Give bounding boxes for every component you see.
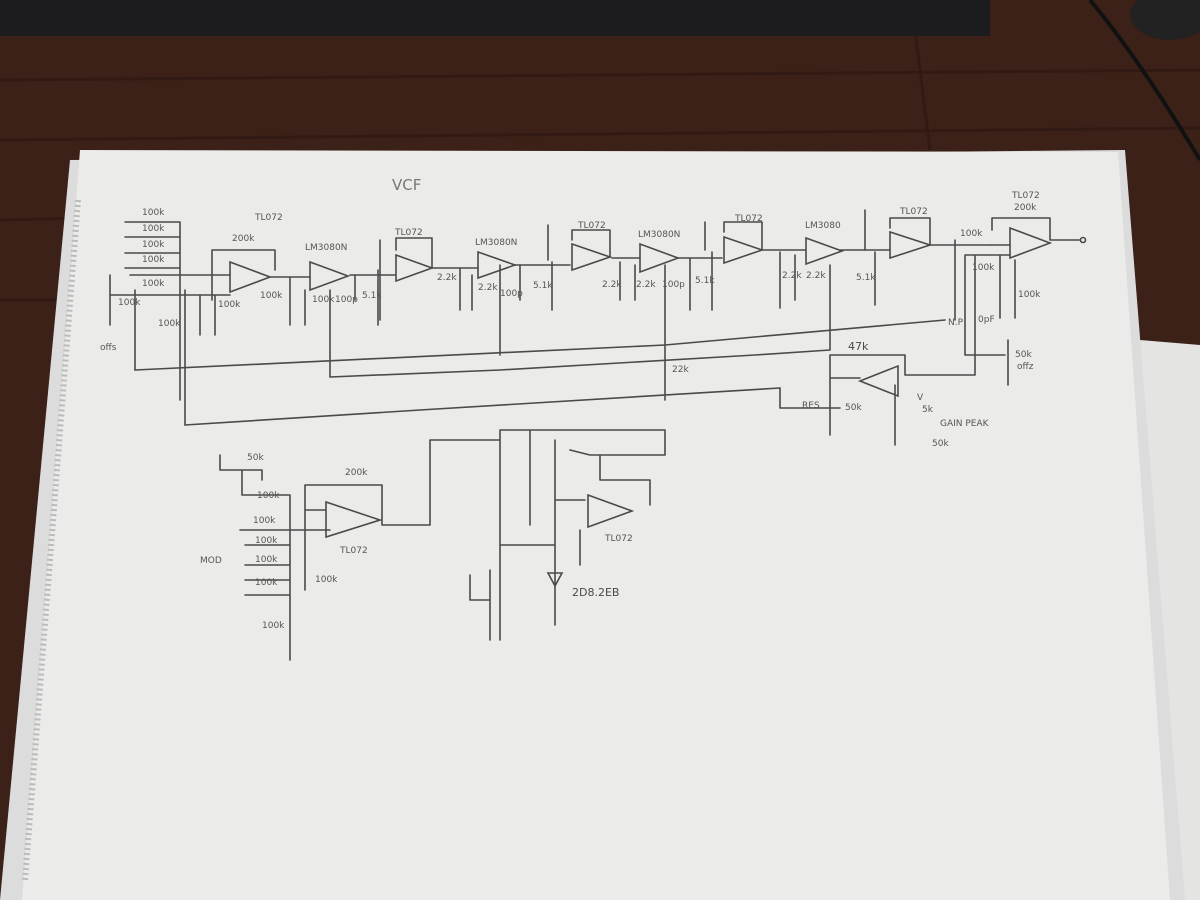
- label-r-100k-b: 100k: [218, 300, 241, 310]
- opamp-lm3080n-1: [309, 260, 351, 292]
- opamp-tl072-2: [395, 253, 435, 283]
- label-tl072-cv: TL072: [339, 546, 368, 556]
- label-pot-offset: 50k: [1015, 350, 1032, 360]
- label-r-22k-6: 2.2k: [806, 271, 826, 281]
- label-in-r6: 100k: [118, 298, 141, 308]
- schematic: 100k 100k 100k 100k 100k 100k 100k 100k …: [100, 191, 1087, 661]
- label-r-51k-2: 5.1k: [533, 281, 553, 291]
- label-r-22k-1: 2.2k: [437, 273, 457, 283]
- label-gain-peak: GAIN PEAK: [940, 419, 990, 429]
- label-tl072-4: TL072: [734, 214, 763, 224]
- label-cv-r5: 100k: [255, 578, 278, 588]
- label-lm3080n-3: LM3080N: [638, 230, 680, 240]
- label-offs: offs: [100, 343, 117, 353]
- mouse: [1130, 0, 1200, 40]
- label-out-100k-b: 100k: [972, 263, 995, 273]
- label-cv-r2: 100k: [253, 516, 276, 526]
- opamp-lm3080n-2: [477, 250, 518, 280]
- label-r-22k-5: 2.2k: [782, 271, 802, 281]
- label-zener: 2D8.2EB: [572, 586, 619, 599]
- label-lm3080n-2: LM3080N: [475, 238, 517, 248]
- cable: [1088, 0, 1200, 162]
- label-r-100k-a: 100k: [158, 319, 181, 329]
- label-cv-ground-r: 100k: [315, 575, 338, 585]
- opamp-tl072-ref: [587, 493, 635, 529]
- label-offz: offz: [1017, 362, 1034, 372]
- label-r-22k-3: 2.2k: [602, 280, 622, 290]
- label-lm3080-4: LM3080: [805, 221, 841, 231]
- label-pot-res: 50k: [845, 403, 862, 413]
- label-cv-r3: 100k: [255, 536, 278, 546]
- paper-sheet: [22, 150, 1170, 900]
- label-fb-200k: 200k: [232, 234, 255, 244]
- keyboard-edge: [0, 0, 990, 36]
- binder-strip: [22, 199, 81, 881]
- label-r-51k-1: 5.1k: [362, 291, 382, 301]
- label-r-5k: 5k: [922, 405, 934, 415]
- label-cv-mod: MOD: [200, 556, 222, 566]
- label-out-100k-c: 100k: [1018, 290, 1041, 300]
- label-in-r1: 100k: [142, 208, 165, 218]
- input-mixer: 100k 100k 100k 100k 100k 100k 100k 100k …: [100, 208, 283, 426]
- label-v: V: [917, 393, 924, 403]
- label-cv-r4: 100k: [255, 555, 278, 565]
- label-r-100k-stage1: 100k: [312, 295, 335, 305]
- wood-grain: [0, 29, 1200, 302]
- label-c-out: 0pF: [978, 315, 995, 325]
- schematic-title: VCF: [392, 176, 421, 194]
- label-cv-fb: 200k: [345, 468, 368, 478]
- label-out-100k-a: 100k: [960, 229, 983, 239]
- label-r-51k-3: 5.1k: [695, 276, 715, 286]
- label-c-100p-3: 100p: [662, 280, 685, 290]
- label-in-r3: 100k: [142, 240, 165, 250]
- label-tl072-3: TL072: [577, 221, 606, 231]
- label-lm3080n-1: LM3080N: [305, 243, 347, 253]
- label-pot-gain: 50k: [932, 439, 949, 449]
- label-np: N.P: [948, 318, 964, 328]
- label-r-22k-4: 2.2k: [636, 280, 656, 290]
- label-in-r5: 100k: [142, 279, 165, 289]
- opamp-tl072-out: [1009, 226, 1053, 260]
- label-tl072-ref: TL072: [604, 534, 633, 544]
- label-r-22k-bias: 22k: [672, 365, 689, 375]
- label-tl072-2: TL072: [394, 228, 423, 238]
- opamp-lm3080-4: [805, 236, 845, 266]
- label-in-r2: 100k: [142, 224, 165, 234]
- label-tl072-out: TL072: [1011, 191, 1040, 201]
- label-cv-r1: 100k: [257, 491, 280, 501]
- opamp-tl072-cv: [325, 500, 383, 539]
- zener-diode: [546, 572, 564, 588]
- output-jack: [1079, 236, 1087, 244]
- label-r-22k-2: 2.2k: [478, 283, 498, 293]
- opamp-tl072-4: [723, 235, 765, 265]
- opamp-tl072-3: [571, 242, 613, 272]
- opamp-tl072-5: [889, 230, 933, 260]
- label-out-200k: 200k: [1014, 203, 1037, 213]
- label-in-r4: 100k: [142, 255, 165, 265]
- label-tl072-5: TL072: [899, 207, 928, 217]
- label-r-51k-4: 5.1k: [856, 273, 876, 283]
- label-tl072-1: TL072: [254, 213, 283, 223]
- label-c-100p-2: 100p: [500, 289, 523, 299]
- opamp-resonance: [857, 364, 899, 398]
- label-res: RES: [802, 401, 820, 411]
- label-r-47k: 47k: [848, 340, 869, 353]
- label-r-100k-c: 100k: [260, 291, 283, 301]
- label-cv-pot: 50k: [247, 453, 264, 463]
- opamp-lm3080n-3: [639, 242, 681, 274]
- second-sheet: [1140, 340, 1200, 900]
- label-cv-r6: 100k: [262, 621, 285, 631]
- label-c-100p-1: 100p: [335, 295, 358, 305]
- opamp-tl072-1: [229, 260, 273, 294]
